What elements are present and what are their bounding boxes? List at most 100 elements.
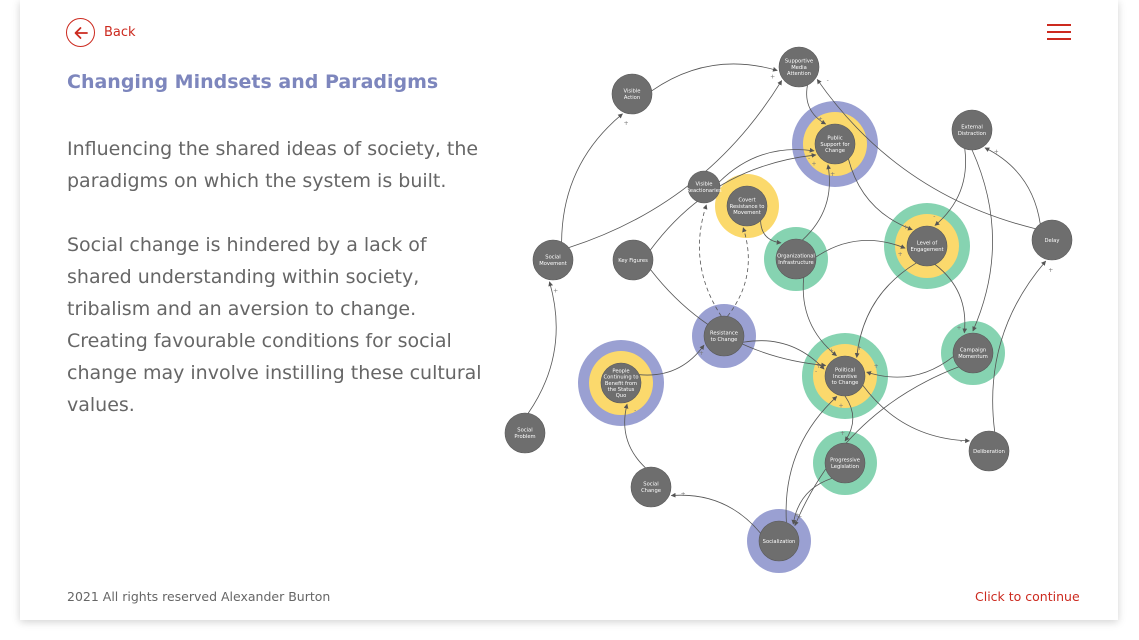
causal-link xyxy=(623,403,646,469)
link-polarity: + xyxy=(957,324,962,331)
node-label: Engagement xyxy=(910,247,943,253)
link-polarity: + xyxy=(811,160,816,167)
node-label: Progressive xyxy=(830,458,860,464)
node-label: Benefit from xyxy=(605,381,637,387)
causal-link xyxy=(934,264,968,334)
node-label: Continuing to xyxy=(603,375,638,381)
node-label: Delay xyxy=(1045,238,1060,244)
node-label: the Status xyxy=(608,387,635,393)
causal-link xyxy=(639,344,705,376)
link-polarity: + xyxy=(681,491,686,498)
causal-link xyxy=(866,356,954,378)
node-socialization: Socialization xyxy=(758,520,800,562)
link-polarity: - xyxy=(827,77,829,84)
node-label: Distraction xyxy=(958,131,986,137)
causal-link xyxy=(794,366,959,527)
link-polarity: + xyxy=(839,403,844,410)
node-label: Political xyxy=(835,368,855,374)
link-polarity: + xyxy=(994,148,999,155)
causal-link xyxy=(862,385,970,444)
link-polarity: + xyxy=(1048,267,1053,274)
causal-link xyxy=(815,239,906,258)
causal-link xyxy=(971,149,993,332)
causal-link xyxy=(802,277,837,357)
link-polarity: - xyxy=(634,407,636,414)
node-label: Social xyxy=(643,482,658,488)
link-polarity: + xyxy=(903,224,908,231)
causal-link xyxy=(791,477,833,525)
content-card xyxy=(20,0,1118,620)
causal-link xyxy=(670,492,761,534)
causal-link xyxy=(854,262,917,358)
copyright-text: 2021 All rights reserved Alexander Burto… xyxy=(67,589,331,604)
back-button[interactable]: Back xyxy=(66,18,136,47)
node-label: Visible xyxy=(696,182,713,188)
node-label: Socialization xyxy=(763,539,796,545)
node-label: Resistance to xyxy=(730,204,765,210)
body-paragraph: Social change is hindered by a lack of s… xyxy=(67,234,482,416)
causal-link xyxy=(699,204,722,317)
arrow-left-icon xyxy=(66,18,95,47)
node-label: Support for xyxy=(820,142,850,148)
node-label: Campaign xyxy=(960,348,986,354)
node-label: Incentive xyxy=(833,374,857,380)
causal-link xyxy=(742,340,825,370)
causal-link xyxy=(992,260,1047,432)
causal-link xyxy=(650,153,817,251)
node-label: External xyxy=(961,125,983,131)
causal-link xyxy=(718,147,815,183)
node-label: Public xyxy=(827,136,842,142)
node-label: to Change xyxy=(832,380,859,386)
link-polarity: - xyxy=(815,368,817,375)
link-polarity: + xyxy=(818,116,823,123)
continue-link[interactable]: Click to continue xyxy=(975,589,1080,604)
hamburger-menu-icon[interactable] xyxy=(1047,24,1071,42)
node-label: Change xyxy=(825,148,845,154)
node-label: Supportive xyxy=(785,59,813,65)
link-polarity: + xyxy=(795,512,800,519)
node-label: Movement xyxy=(539,261,566,267)
link-polarity: + xyxy=(898,251,903,258)
node-key-figures: Key Figures xyxy=(612,239,654,281)
link-polarity: + xyxy=(857,345,862,352)
link-polarity: + xyxy=(874,363,879,370)
node-delay: Delay xyxy=(1031,219,1073,261)
node-label: Key Figures xyxy=(618,258,648,264)
node-label: Media xyxy=(791,65,807,71)
node-label: Deliberation xyxy=(973,449,1005,455)
node-label: Movement xyxy=(733,210,760,216)
causal-link xyxy=(806,85,827,125)
causal-link xyxy=(934,148,966,226)
node-label: Organizational xyxy=(777,254,815,260)
link-polarity: + xyxy=(797,514,802,521)
node-label: Visible xyxy=(624,89,641,95)
node-label: Attention xyxy=(787,71,811,77)
node-label: Legislation xyxy=(831,464,859,470)
causal-link xyxy=(561,113,623,242)
node-label: Quo xyxy=(616,393,627,399)
node-label: Momentum xyxy=(958,354,988,360)
causal-link xyxy=(760,220,782,245)
causal-link xyxy=(527,281,557,414)
back-label: Back xyxy=(104,25,136,40)
link-polarity: + xyxy=(770,74,775,81)
node-label: People xyxy=(612,368,629,374)
link-polarity: + xyxy=(699,350,704,357)
causal-link xyxy=(816,79,1036,230)
link-polarity: - xyxy=(808,155,810,162)
intro-paragraph: Influencing the shared ideas of society,… xyxy=(67,138,479,192)
node-label: to Change xyxy=(711,337,738,343)
